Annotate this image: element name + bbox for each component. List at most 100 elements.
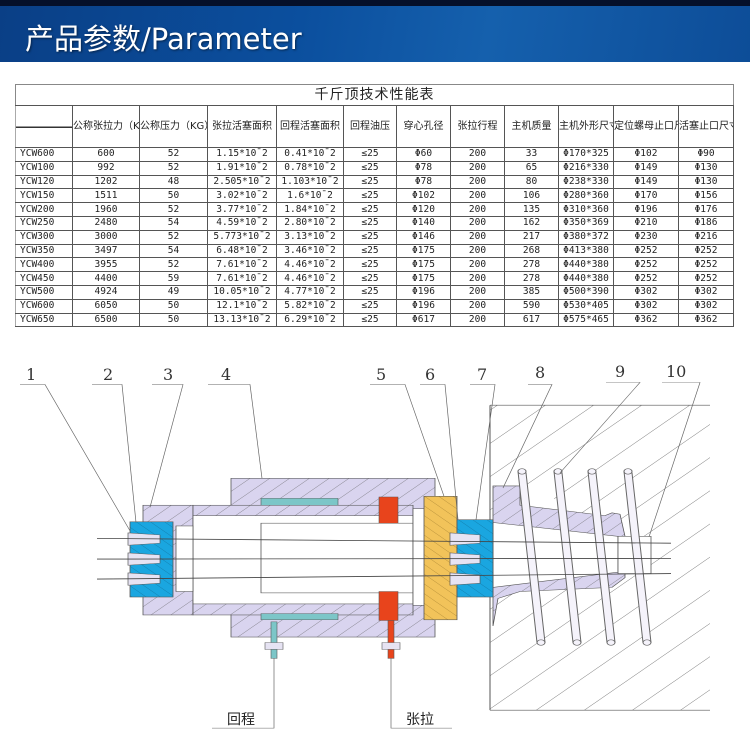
table-cell: 162 <box>504 215 559 231</box>
table-cell: 59 <box>139 271 208 286</box>
spiral-reinforcement <box>517 468 652 646</box>
part-number-2: 2 <box>103 365 113 384</box>
model-cell: YCW150 <box>15 188 73 204</box>
table-cell: 200 <box>450 188 505 204</box>
table-cell: Φ575*465 <box>558 312 614 328</box>
table-cell: 278 <box>504 257 559 273</box>
table-cell: Φ170 <box>613 188 679 204</box>
table-cell: ≤25 <box>343 160 397 176</box>
jack-spec-table: 千斤顶技术性能表 公称张拉力（KN）公称压力（KG）张拉活塞面积回程活塞面积回程… <box>14 84 735 328</box>
table-cell: Φ130 <box>677 160 735 176</box>
table-cell: Φ280*360 <box>558 188 614 204</box>
table-cell: 3.13*10¯2 <box>276 229 344 245</box>
table-cell: Φ149 <box>613 174 679 190</box>
table-cell: 5.82*10¯2 <box>276 298 344 314</box>
table-cell: Φ196 <box>396 298 451 314</box>
table-cell: Φ238*330 <box>558 174 614 190</box>
table-cell: Φ130 <box>677 174 735 190</box>
column-header <box>15 105 73 148</box>
table-cell: ≤25 <box>343 188 397 204</box>
table-cell: 135 <box>504 202 559 217</box>
part-number-9: 9 <box>615 362 625 381</box>
table-cell: ≤25 <box>343 257 397 273</box>
model-cell: YCW400 <box>15 257 73 273</box>
model-cell: YCW200 <box>15 202 73 217</box>
table-header-row: 公称张拉力（KN）公称压力（KG）张拉活塞面积回程活塞面积回程油压穿心孔径张拉行… <box>15 105 735 148</box>
table-cell: Φ156 <box>677 188 735 204</box>
table-cell: 52 <box>139 202 208 217</box>
table-cell: ≤25 <box>343 312 397 328</box>
spec-table-container: 千斤顶技术性能表 公称张拉力（KN）公称压力（KG）张拉活塞面积回程活塞面积回程… <box>14 84 735 328</box>
table-cell: 600 <box>72 147 140 162</box>
table-cell: 217 <box>504 229 559 245</box>
model-cell: YCW450 <box>15 271 73 286</box>
table-cell: 3.02*10¯2 <box>207 188 277 204</box>
table-cell: Φ617 <box>396 312 451 328</box>
table-cell: 50 <box>139 188 208 204</box>
table-cell: 2.80*10¯2 <box>276 215 344 231</box>
table-cell: 3955 <box>72 257 140 273</box>
table-cell: Φ252 <box>613 271 679 286</box>
table-cell: Φ175 <box>396 243 451 259</box>
part-number-5: 5 <box>376 365 386 384</box>
table-cell: 200 <box>450 160 505 176</box>
table-cell: 50 <box>139 312 208 328</box>
return-port-label: 回程 <box>227 712 255 728</box>
table-cell: Φ440*380 <box>558 271 614 286</box>
table-cell: Φ310*360 <box>558 202 614 217</box>
table-cell: Φ140 <box>396 215 451 231</box>
table-cell: 200 <box>450 243 505 259</box>
table-cell: 590 <box>504 298 559 314</box>
part-number-6: 6 <box>425 365 435 384</box>
table-cell: 992 <box>72 160 140 176</box>
table-cell: 3.46*10¯2 <box>276 243 344 259</box>
table-cell: Φ90 <box>677 147 735 162</box>
column-header: 公称压力（KG） <box>139 105 208 148</box>
table-cell: 52 <box>139 147 208 162</box>
section-title: 产品参数/Parameter <box>25 22 302 56</box>
table-cell: ≤25 <box>343 284 397 300</box>
table-cell: ≤25 <box>343 215 397 231</box>
table-cell: Φ60 <box>396 147 451 162</box>
table-cell: 65 <box>504 160 559 176</box>
table-cell: 52 <box>139 229 208 245</box>
table-cell: 10.05*10¯2 <box>207 284 277 300</box>
table-cell: 200 <box>450 202 505 217</box>
table-cell: Φ146 <box>396 229 451 245</box>
model-cell: YCW100 <box>15 160 73 176</box>
table-cell: 48 <box>139 174 208 190</box>
return-chamber-ring <box>260 498 339 506</box>
table-cell: ≤25 <box>343 229 397 245</box>
table-cell: 7.61*10¯2 <box>207 257 277 273</box>
table-cell: 268 <box>504 243 559 259</box>
column-header: 主机外形尺寸 <box>558 105 614 148</box>
top-bar <box>0 0 750 6</box>
table-cell: Φ102 <box>396 188 451 204</box>
table-cell: Φ500*390 <box>558 284 614 300</box>
table-cell: 0.78*10¯2 <box>276 160 344 176</box>
model-cell: YCW120 <box>15 174 73 190</box>
table-cell: 4.46*10¯2 <box>276 257 344 273</box>
table-cell: 0.41*10¯2 <box>276 147 344 162</box>
table-cell: Φ252 <box>613 243 679 259</box>
table-cell: 52 <box>139 160 208 176</box>
model-cell: YCW250 <box>15 215 73 231</box>
table-cell: Φ252 <box>677 243 735 259</box>
table-cell: 4924 <box>72 284 140 300</box>
table-cell: Φ230 <box>613 229 679 245</box>
table-cell: Φ216*330 <box>558 160 614 176</box>
part-number-1: 1 <box>26 365 36 384</box>
table-cell: 2480 <box>72 215 140 231</box>
model-cell: YCW600 <box>15 147 73 162</box>
column-header: 回程活塞面积 <box>276 105 344 148</box>
table-cell: 3000 <box>72 229 140 245</box>
table-cell: 5.773*10¯2 <box>207 229 277 245</box>
table-cell: Φ440*380 <box>558 257 614 273</box>
table-cell: Φ302 <box>613 284 679 300</box>
column-header: 张拉行程 <box>450 105 505 148</box>
